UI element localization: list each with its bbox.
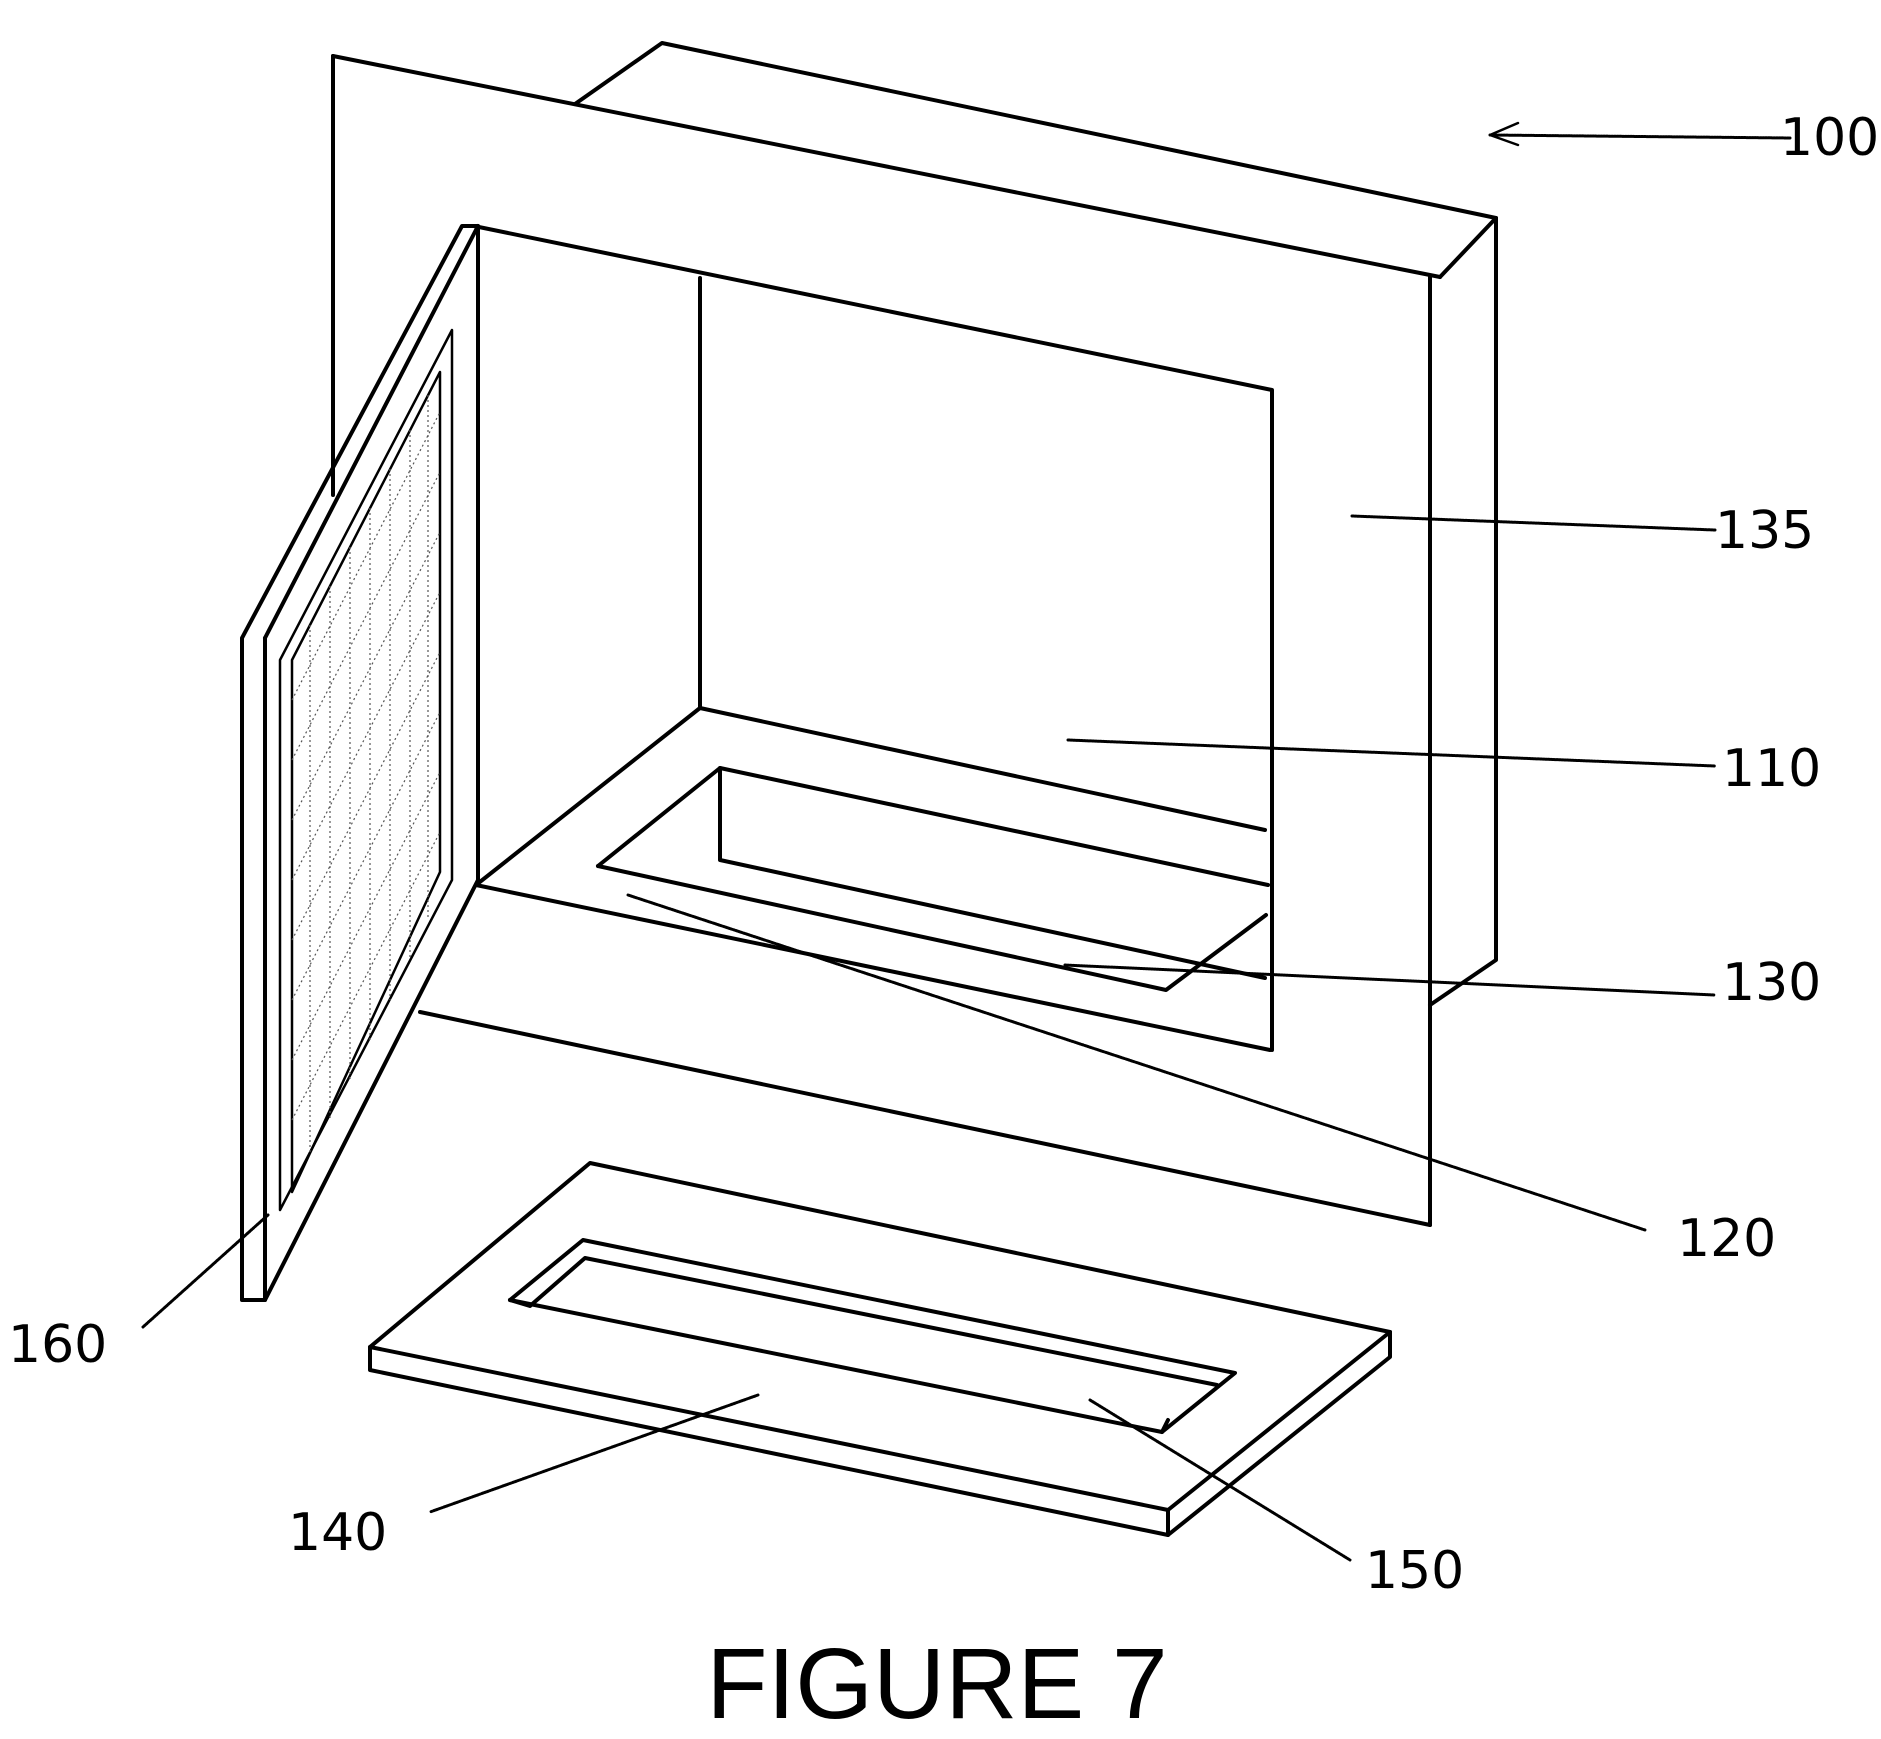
leader-lines bbox=[141, 121, 1792, 1562]
door-mesh bbox=[291, 395, 441, 1155]
label-tray: 140 bbox=[288, 1503, 387, 1563]
label-chamber: 110 bbox=[1722, 739, 1821, 799]
label-frame: 135 bbox=[1715, 501, 1814, 561]
door bbox=[240, 224, 480, 1302]
figure-caption: FIGURE 7 bbox=[706, 1628, 1167, 1739]
label-assembly: 100 bbox=[1780, 108, 1879, 168]
tray bbox=[368, 1161, 1392, 1537]
rear-plate bbox=[331, 41, 1498, 1007]
label-tray-recess: 150 bbox=[1365, 1541, 1464, 1601]
label-door: 160 bbox=[8, 1315, 107, 1375]
front-frame bbox=[418, 224, 1432, 1227]
chamber bbox=[474, 276, 1272, 1052]
label-opening: 130 bbox=[1722, 953, 1821, 1013]
floor-opening bbox=[596, 766, 1270, 992]
label-floor: 120 bbox=[1677, 1209, 1776, 1269]
